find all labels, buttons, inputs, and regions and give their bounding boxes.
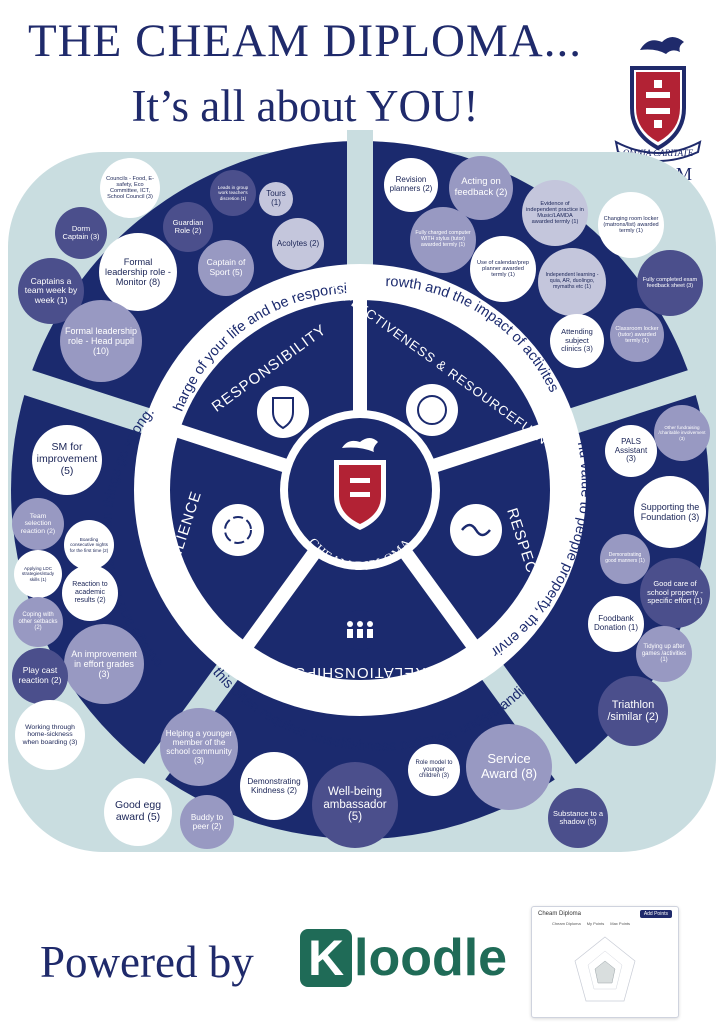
bubble: Working through home-sickness when board… bbox=[15, 700, 85, 770]
bubble: Acolytes (2) bbox=[272, 218, 324, 270]
bubble: Councils - Food, E-safety, Eco Committee… bbox=[100, 158, 160, 218]
bubble: Triathlon /similar (2) bbox=[598, 676, 668, 746]
segment-title-relationships: RELATIONSHIPS bbox=[294, 664, 426, 681]
bubble: Play cast reaction (2) bbox=[12, 648, 68, 704]
bubble: Revision planners (2) bbox=[384, 158, 438, 212]
bubble: Coping with other setbacks (2) bbox=[13, 597, 63, 647]
reflection-icon bbox=[406, 384, 458, 436]
bubble: Team selection reaction (2) bbox=[12, 498, 64, 550]
bubble: Applying LDC strategies/study skills (1) bbox=[14, 550, 62, 598]
bubble: Other fundraising /charitable involvemen… bbox=[654, 405, 710, 461]
bubble: Tours (1) bbox=[259, 182, 293, 216]
crest-motto: OMNIA CARITATE bbox=[622, 148, 694, 158]
bubble: Evidence of independent practice in Musi… bbox=[522, 180, 588, 246]
thumbnail-radar-chart bbox=[574, 936, 636, 1002]
kloodle-screenshot-thumbnail: Cheam Diploma Add Points Cheam Diploma M… bbox=[531, 906, 679, 1018]
bubble: PALS Assistant (3) bbox=[605, 425, 657, 477]
bubble: Role model to younger children (3) bbox=[408, 744, 460, 796]
bubble: Captain of Sport (5) bbox=[198, 240, 254, 296]
bubble: Boarding consecutive nights for the firs… bbox=[64, 520, 114, 570]
bubble: Buddy to peer (2) bbox=[180, 795, 234, 849]
bubble: Classroom locker (tutor) awarded termly … bbox=[610, 308, 664, 362]
bubble: An improvement in effort grades (3) bbox=[64, 624, 144, 704]
thumbnail-title: Cheam Diploma bbox=[538, 911, 582, 917]
thumbnail-legend-item: Max Points bbox=[610, 921, 631, 926]
bubble: Acting on feedback (2) bbox=[449, 156, 513, 220]
kloodle-logo: K loodle bbox=[300, 928, 507, 988]
bubble: Good care of school property - specific … bbox=[640, 558, 710, 628]
bubble: Tidying up after games /activities (1) bbox=[636, 626, 692, 682]
bubble: Supporting the Foundation (3) bbox=[634, 476, 706, 548]
bubble: Good egg award (5) bbox=[104, 778, 172, 846]
kloodle-wordmark: loodle bbox=[354, 929, 508, 987]
handshake-icon bbox=[450, 504, 502, 556]
thumbnail-add-points-button: Add Points bbox=[639, 910, 672, 918]
people-icon bbox=[340, 610, 380, 650]
poster-title: THE CHEAM DIPLOMA... bbox=[28, 15, 582, 67]
bubble: Fully completed exam feedback sheet (3) bbox=[637, 250, 703, 316]
kloodle-k-icon: K bbox=[300, 929, 352, 987]
bubble: Guardian Role (2) bbox=[163, 202, 213, 252]
bubble: Formal leadership role - Head pupil (10) bbox=[60, 300, 142, 382]
bubble: Well-being ambassador (5) bbox=[312, 762, 398, 848]
bubble: Independent learning - quia, AR, duoling… bbox=[538, 248, 606, 316]
bubble: Formal leadership role - Monitor (8) bbox=[99, 233, 177, 311]
bubble: SM for improvement (5) bbox=[32, 425, 102, 495]
thumbnail-legend: Cheam Diploma My Points Max Points bbox=[552, 921, 630, 926]
bubble: Fully charged computer WITH stylus (tuto… bbox=[410, 207, 476, 273]
bubble: Substance to a shadow (5) bbox=[548, 788, 608, 848]
bubble: Leads in group work teacher's discretion… bbox=[210, 170, 256, 216]
bubble: Helping a younger member of the school c… bbox=[160, 708, 238, 786]
bubble: Demonstrating Kindness (2) bbox=[240, 752, 308, 820]
shield-hands-icon bbox=[257, 386, 309, 438]
bubble: Attending subject clinics (3) bbox=[550, 314, 604, 368]
bubble: Foodbank Donation (1) bbox=[588, 596, 644, 652]
cycle-icon bbox=[212, 504, 264, 556]
bubble: Changing room locker (matrons/list) awar… bbox=[598, 192, 664, 258]
bubble: Demonstrating good manners (1) bbox=[600, 534, 650, 584]
bubble: Reaction to academic results (2) bbox=[62, 565, 118, 621]
thumbnail-legend-item: Cheam Diploma bbox=[552, 921, 581, 926]
thumbnail-legend-item: My Points bbox=[586, 921, 605, 926]
bubble: Dorm Captain (3) bbox=[55, 207, 107, 259]
powered-by-label: Powered by bbox=[40, 937, 254, 987]
bubble: Service Award (8) bbox=[466, 724, 552, 810]
poster-subtitle: It’s all about YOU! bbox=[131, 81, 479, 131]
center-crest-icon bbox=[334, 438, 386, 530]
bubble: Use of calendar/prep planner awarded ter… bbox=[470, 236, 536, 302]
